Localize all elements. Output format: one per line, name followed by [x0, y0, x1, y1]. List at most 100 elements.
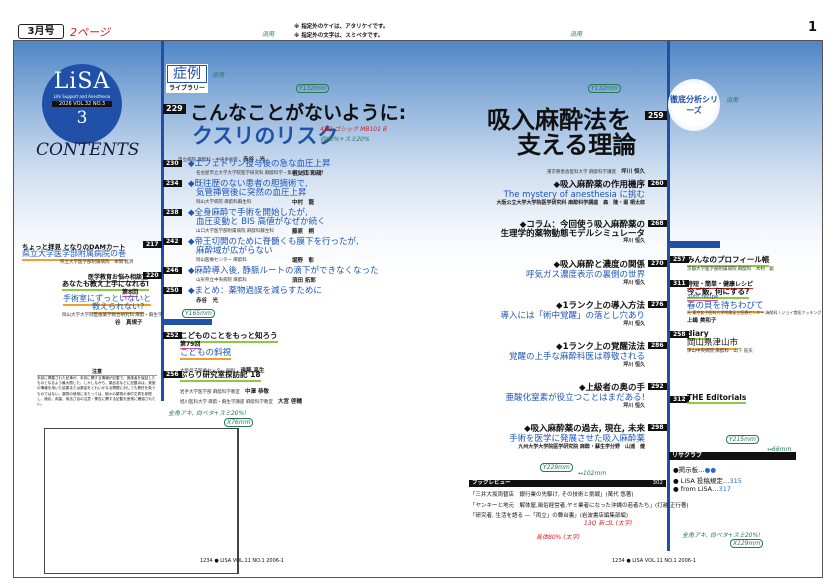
lisa-club-item[interactable]: ●掲示板…●●: [673, 464, 716, 474]
feature-author: 市立病院 麻酔科・中央手術室 赤谷 光: [178, 146, 265, 165]
series-item-title[interactable]: ◆上級者の奥の手: [578, 383, 645, 393]
series-item-author: 坪川 恒久: [623, 362, 645, 368]
lisa-club-item[interactable]: ● from LiSA…317: [673, 485, 731, 493]
lab-author-2: 旭川医科大学 麻酔・蘇生学講座 麻酔科学教室 大宮 啓輔: [180, 388, 302, 407]
author-affiliation: 岡山医療センター 麻酔科: [196, 258, 247, 263]
series-item-title[interactable]: ◆吸入麻酔薬の過去, 現在, 未来: [524, 424, 645, 434]
feature-item-title[interactable]: 麻酔域が広がらない: [196, 246, 273, 256]
book-review-page: 302: [652, 480, 664, 486]
book-review-item[interactable]: 「ヤンキーと地元 解体屋,風俗経営者,ヤミ業者になった沖縄の若者たち」(打越 正…: [470, 502, 689, 509]
diary-author: 津山中央病院 麻酔科 山下 航矢: [687, 349, 753, 354]
annotation-width-102: ↔102mm: [578, 470, 607, 477]
annotation-reuse-right: 流用: [570, 31, 583, 38]
book-review-title: ブックレビュー: [472, 480, 511, 486]
feature-item-title[interactable]: ◆既往歴のない患者の胆摘術で,: [188, 179, 308, 189]
series-item-subtitle[interactable]: 導入には「術中覚醒」の落とし穴あり: [500, 311, 645, 321]
diary-title[interactable]: 岡山県津山市: [687, 338, 739, 350]
lisa-club-item-page: 317: [718, 485, 731, 493]
footer-left: 1234 ● LISA VOL.11 NO.1 2006-1: [200, 558, 284, 564]
recipe-page-badge: 311: [670, 280, 689, 287]
lisa-club-item-page: 315: [729, 476, 742, 485]
series-item-page-badge: 276: [648, 301, 667, 308]
series-item-subtitle[interactable]: 呼気ガス濃度表示の裏側の世界: [525, 270, 645, 280]
footer-right: 1234 ● LISA VOL.11 NO.1 2006-1: [612, 558, 696, 564]
feature-badge: 症例 ライブラリー: [166, 64, 208, 93]
kodomo-header: こどものことをもっと知ろう: [180, 330, 278, 343]
lisa-club-header: リサクラブ: [669, 452, 796, 460]
series-item-title[interactable]: ◆吸入麻酔と濃度の関係: [553, 260, 645, 270]
annotation-book-font: 長体80% (太字): [536, 534, 580, 541]
feature-title-2: クスリのリスク: [192, 124, 339, 148]
annotation-width-66: ↔66mm: [767, 446, 792, 453]
feature-item-title[interactable]: ◆麻酔導入後, 静脈ルートの滴下ができなくなった: [188, 266, 379, 276]
series-item-subtitle[interactable]: 覚醒の上手な麻酔科医は尊敬される: [508, 352, 645, 362]
annotation-fill-left: 全角アキ, 白ベタ+スミ20%!: [168, 410, 247, 417]
series-item-title[interactable]: ◆1ランク上の導入方法: [556, 301, 645, 311]
lisa-club-item-label: ● from LiSA…: [673, 485, 719, 493]
book-review-item[interactable]: 「研究者, 生活を語る ―「両立」の舞台裏」(岩波書店編集部編): [470, 513, 629, 519]
dam-author: 県立大学医学部附属病院 本間 乾済: [60, 260, 134, 265]
lisa-club-item-label: ● LiSA 投稿規定…: [673, 476, 730, 485]
education-author: 谷 真規子: [115, 320, 143, 326]
author-name: 須田 拓郎: [292, 278, 316, 284]
education-title-2[interactable]: 教えられない?: [92, 301, 145, 314]
series-item-author: 坪川 恒久: [623, 403, 645, 409]
feature-item-title[interactable]: ◆帝王切開のために脊髄くも膜下を行ったが,: [188, 237, 359, 247]
dam-page-badge: 217: [143, 241, 162, 248]
contents-heading: CONTENTS: [36, 140, 140, 160]
kodomo-episode: 第79回: [180, 341, 201, 349]
series-author: 東京慈恵会医科大学 麻酔科学講座 坪川 恒久: [547, 158, 645, 177]
series-item-title[interactable]: ◆1ランク上の覚醒法法: [556, 342, 645, 352]
issue-label: 3月号: [18, 24, 64, 39]
ad-placeholder-box: [44, 428, 239, 574]
logo-name: LiSA: [53, 69, 111, 94]
author-name: 坪川 恒久: [621, 169, 645, 175]
recipe-title[interactable]: 春の貝を待ちわびて: [687, 301, 764, 313]
series-title-1: 吸入麻酔法を: [487, 106, 631, 134]
logo-volume: 2026 VOL.32 NO.3: [52, 101, 112, 107]
series-item-author: 坪川 恒久: [623, 280, 645, 286]
kodomo-title[interactable]: こどもの斜視: [180, 348, 232, 360]
feature-item-page-badge: 230: [163, 160, 182, 167]
series-item-subtitle[interactable]: 手術を医学に発展させた吸入麻酔薬: [508, 434, 645, 444]
lab-author-1: 岩手大学医学部 麻酔科学教室 中澤 恭敬: [180, 378, 269, 397]
profile-title[interactable]: みんなのプロフィール帳: [687, 254, 770, 267]
recipe-author: 上嶋 美和子: [687, 318, 717, 324]
series-item-subtitle[interactable]: The mystery of anesthesia に挑む: [503, 190, 645, 200]
series-item-subtitle[interactable]: 亜酸化窒素が役立つことはまだある!: [505, 393, 645, 403]
author-affiliation: 名古屋市立大学大学院医学研究科 麻酔科学・集中治療医学分野: [196, 171, 324, 176]
education-episode: 第8回: [122, 289, 139, 297]
series-item-title[interactable]: ◆吸入麻酔薬の作用機序: [553, 180, 645, 190]
feature-item-title[interactable]: ◆全身麻酔で手術を開始したが,: [188, 208, 308, 218]
series-item-page-badge: 292: [648, 383, 667, 390]
series-item-title[interactable]: ◆コラム：今回使う吸入麻酔薬の: [519, 220, 645, 230]
recipe-episode: 30th recipe: [687, 294, 719, 301]
diary-page-badge: 258: [670, 331, 689, 338]
diary-header: diary: [687, 329, 709, 340]
author-name: 中澤 恭敬: [245, 389, 269, 395]
logo-subtitle: Life Support and Anesthesia: [53, 94, 111, 99]
feature-item-page-badge: 242: [163, 238, 182, 245]
author-affiliation: 岡山大学病院 麻酔科蘇生科: [196, 200, 252, 205]
author-name: 赤谷 光: [196, 298, 219, 304]
education-title-1[interactable]: 手術室にずっといないと: [63, 293, 152, 306]
logo-issue-number: 3: [76, 108, 88, 128]
annotation-fill-right: 全角アキ, 白ベタ+スミ20%!: [682, 532, 761, 539]
feature-item-title[interactable]: ◆まとめ：薬物過誤を減らすために: [188, 286, 322, 296]
series-item-author: 大阪公立大学大学院医学研究科 麻酔科学講座 森 隆・堀 桐太郎: [496, 200, 646, 206]
series-item-title-2[interactable]: 生理学的薬物動態モデルシミュレータ: [500, 229, 645, 239]
kodomo-section-bar: [161, 319, 212, 325]
notice-line-2: ※ 指定外の文字は、スミベタです。: [294, 33, 384, 39]
profile-author: 京都大学医学部附属病院 麻酔科 木村 聡: [687, 267, 774, 272]
right-column-bar: [669, 241, 720, 248]
lab-page-badge: 256: [163, 371, 182, 378]
feature-item-title[interactable]: 血圧変動と BIS 高値がなぜか続く: [196, 217, 326, 227]
dam-title[interactable]: 県立大学医学部附属病院の巻: [22, 248, 126, 261]
book-review-item[interactable]: 「三井大坂両替店 銀行業の先駆け, その技術と挑戦」(萬代 悠著): [470, 492, 634, 498]
annotation-reuse-top: 流用: [262, 31, 275, 38]
feature-item-title[interactable]: ◆エフェドリン投与後の急な血圧上昇: [188, 159, 331, 169]
lisa-club-item[interactable]: ● LiSA 投稿規定…315: [673, 475, 742, 485]
series-item-author: 坪川 恒久: [623, 321, 645, 327]
editorials-title[interactable]: THE Editorials: [687, 393, 747, 404]
feature-item-title[interactable]: 気管挿管後に突然の血圧上昇: [196, 188, 307, 198]
